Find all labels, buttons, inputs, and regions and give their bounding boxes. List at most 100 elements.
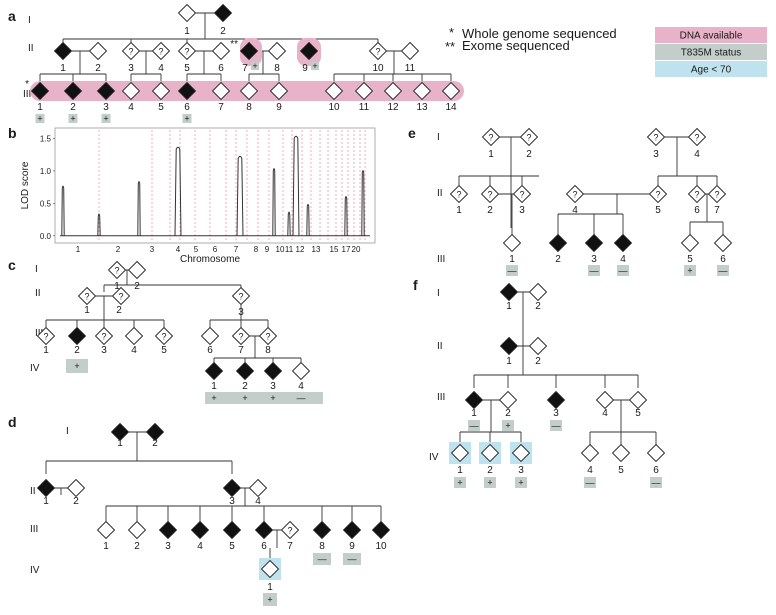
pedigree-member-a-ii-10: ? 10 <box>368 41 388 74</box>
pedigree-member-a-ii-1: 1 <box>53 41 73 74</box>
pedigree-member-a-ii-8: 8 <box>267 41 287 74</box>
member-id-label: 7 <box>218 102 224 113</box>
unaffected-diamond <box>595 390 615 410</box>
member-id-label: 1 <box>506 301 512 312</box>
panel-label-f: f <box>413 277 418 293</box>
affected-diamond <box>190 520 210 540</box>
unaffected-diamond <box>291 361 311 381</box>
t835m-status-box <box>268 393 278 403</box>
status-unknown-mark: ? <box>265 331 270 341</box>
member-id-label: 7 <box>238 345 244 356</box>
marker-negative: — <box>719 266 728 276</box>
marker-negative: — <box>297 393 306 403</box>
affected-diamond <box>371 520 391 540</box>
marker-negative: — <box>586 478 595 488</box>
t835m-status-box <box>343 553 361 565</box>
pedigree-member-e-ii-6: ?6 <box>687 184 707 216</box>
marker-negative: — <box>590 266 599 276</box>
t835m-status-box <box>101 114 111 123</box>
affected-diamond <box>584 233 604 253</box>
generation-label-ii: II <box>437 341 443 352</box>
member-id-label: 1 <box>184 26 190 37</box>
status-unknown-mark: ? <box>488 132 493 142</box>
member-id-label: 5 <box>687 254 693 265</box>
pedigree-member-c-ii-2: ?2 <box>111 286 131 316</box>
member-id-label: 2 <box>487 465 493 476</box>
member-id-label: 6 <box>184 102 190 113</box>
pedigree-member-d-ii-4: 4 <box>248 478 268 507</box>
member-id-label: 3 <box>519 205 525 216</box>
status-unknown-mark: ? <box>456 189 461 199</box>
status-unknown-mark: ? <box>184 46 189 56</box>
unaffected-diamond <box>121 41 141 61</box>
pedigree-member-e-iii-6: 6— <box>713 233 733 276</box>
marker-negative: — <box>652 478 661 488</box>
affected-diamond <box>546 390 566 410</box>
status-unknown-mark: ? <box>238 291 243 301</box>
lod-peak <box>292 135 300 236</box>
pedigree-member-e-ii-2: ?2 <box>480 184 500 216</box>
status-unknown-mark: ? <box>287 525 292 535</box>
marker-positive: + <box>184 114 189 124</box>
status-unknown-mark: ? <box>487 189 492 199</box>
chromosome-tick-label: 2 <box>116 245 121 254</box>
unaffected-diamond <box>412 81 432 101</box>
status-unknown-mark: ? <box>114 265 119 275</box>
member-id-label: 5 <box>229 541 235 552</box>
member-id-label: 4 <box>158 63 164 74</box>
pedigree-member-a-iii-13: 13 <box>412 81 432 113</box>
unaffected-diamond <box>121 81 141 101</box>
t835m-status-box <box>650 477 662 488</box>
affected-diamond <box>299 41 319 61</box>
member-id-label: 3 <box>229 496 235 507</box>
status-unknown-mark: ? <box>375 46 380 56</box>
unaffected-diamond <box>248 478 268 498</box>
generation-label-ii: II <box>30 486 36 497</box>
affected-diamond <box>145 422 165 442</box>
lod-peak <box>361 170 365 236</box>
affected-diamond <box>63 81 83 101</box>
member-id-label: 10 <box>372 63 384 74</box>
unaffected-diamond <box>580 443 600 463</box>
pedigree-member-f-iv-3: 3+ <box>510 442 532 488</box>
status-unknown-mark: ? <box>128 46 133 56</box>
unaffected-diamond <box>66 478 86 498</box>
affected-diamond <box>213 3 233 23</box>
chromosome-tick-label: 1 <box>76 245 81 254</box>
generation-label-i: I <box>35 264 38 275</box>
t835m-status-box <box>66 359 88 373</box>
lod-peak <box>97 213 101 236</box>
marker-negative: — <box>552 421 561 431</box>
unaffected-diamond <box>239 81 259 101</box>
affected-diamond <box>235 361 255 381</box>
generation-label-iii: III <box>23 89 31 100</box>
status-unknown-mark: ? <box>118 291 123 301</box>
unaffected-diamond <box>383 81 403 101</box>
t835m-status-box <box>311 62 319 70</box>
affected-diamond <box>263 361 283 381</box>
pedigree-member-a-iii-3: 3+ <box>96 81 116 124</box>
y-tick-label: 1.5 <box>40 134 52 143</box>
t835m-status-box <box>68 114 78 123</box>
sequenced-mark: ** <box>230 39 238 50</box>
unaffected-diamond <box>127 520 147 540</box>
marker-positive: + <box>487 478 492 488</box>
pedigree-member-a-iii-6: 6+ <box>177 81 197 124</box>
status-unknown-mark: ? <box>238 331 243 341</box>
marker-positive: + <box>70 114 75 124</box>
affected-diamond <box>204 361 224 381</box>
affected-diamond <box>613 233 633 253</box>
marker-positive: + <box>312 61 317 71</box>
pedigree-member-a-ii-2: 2 <box>88 41 108 74</box>
unaffected-diamond <box>528 336 548 356</box>
unaffected-diamond <box>258 326 278 346</box>
pedigree-member-c-i-1: ?1 <box>107 260 127 292</box>
affected-diamond <box>96 81 116 101</box>
member-id-label: 4 <box>602 408 608 419</box>
member-id-label: 13 <box>416 102 428 113</box>
pedigree-member-c-ii-3: ?3 <box>231 286 251 318</box>
status-unknown-mark: ? <box>43 331 48 341</box>
status-unknown-mark: ? <box>694 132 699 142</box>
sequenced-mark: * <box>25 79 29 90</box>
pedigree-member-a-i-1: 1 <box>177 3 197 37</box>
